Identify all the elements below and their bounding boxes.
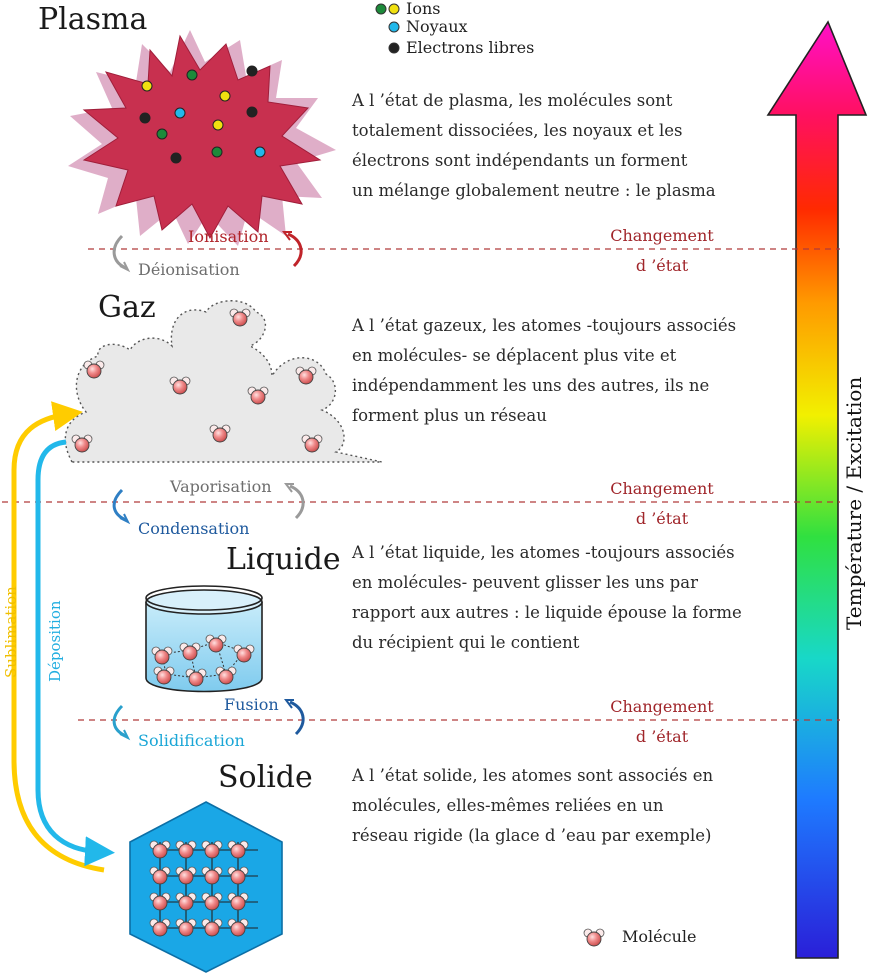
vaporisation-arrow [289, 484, 305, 520]
temperature-axis-label: Température / Excitation [842, 376, 866, 630]
legend-molecule: Molécule [622, 927, 697, 946]
legend-ions: Ions [406, 0, 441, 18]
deposition-arrow [35, 439, 115, 867]
solide-title: Solide [218, 760, 313, 795]
liquid-illustration [145, 585, 263, 693]
fusion-arrow [289, 700, 305, 736]
liquide-title: Liquide [226, 542, 341, 577]
solid-illustration [129, 801, 283, 973]
deionisation-arrow [112, 234, 127, 270]
plasma-illustration [68, 30, 336, 246]
vaporisation-label: Vaporisation [170, 477, 272, 496]
sublimation-arrow [11, 401, 105, 873]
fusion-label: Fusion [224, 695, 279, 714]
ionisation-label: Ionisation [188, 227, 269, 246]
deionisation-label: Déionisation [138, 260, 240, 279]
solide-description: A l ’état solide, les atomes sont associ… [352, 766, 714, 845]
temperature-arrow [766, 20, 868, 959]
gas-illustration [64, 300, 383, 463]
liquide-description: A l ’état liquide, les atomes -toujours … [352, 543, 742, 652]
molecule-legend-icon [583, 928, 605, 947]
gaz-title: Gaz [98, 290, 156, 325]
solidification-label: Solidification [138, 731, 245, 750]
legend-noyaux: Noyaux [406, 17, 468, 36]
plasma-title: Plasma [38, 2, 148, 37]
gaz-description: A l ’état gazeux, les atomes -toujours a… [352, 316, 737, 425]
ionisation-arrow [287, 232, 303, 268]
legend-electrons: Electrons libres [406, 38, 535, 57]
deposition-label: Déposition [46, 600, 64, 682]
condensation-label: Condensation [138, 519, 250, 538]
sublimation-label: Sublimation [2, 586, 20, 678]
